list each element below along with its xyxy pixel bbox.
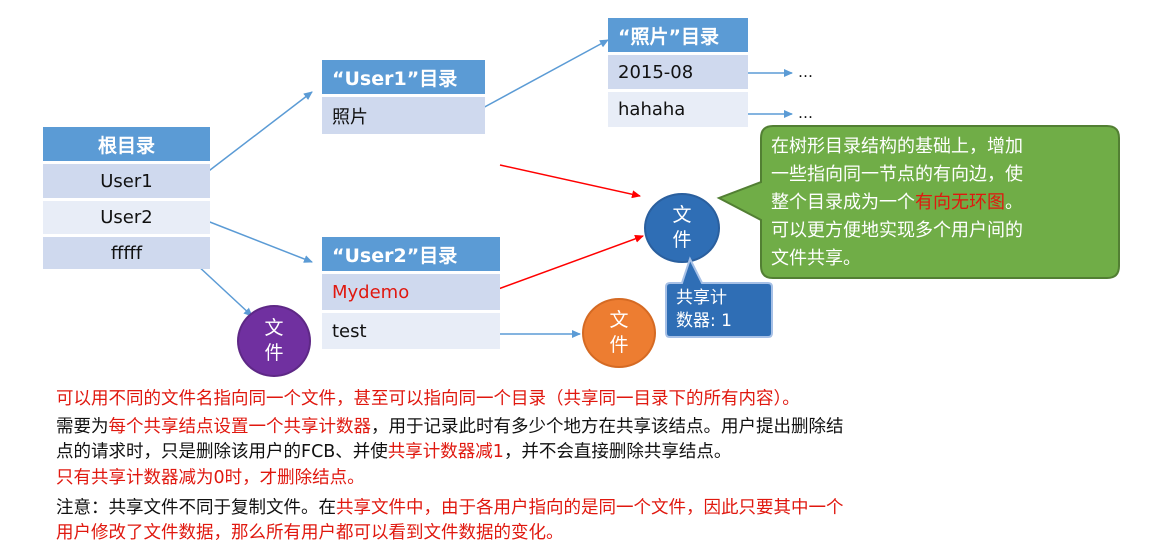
ellipsis-1: … <box>798 63 813 81</box>
callout-line-5: 文件共享。 <box>771 248 861 269</box>
note-p2-pre: 需要为 <box>56 417 109 437</box>
orange-file-label: 文件 <box>609 309 629 356</box>
user2-row-test: test <box>322 313 500 349</box>
note-p2-highlight: 每个共享结点设置一个共享计数器 <box>108 417 372 437</box>
orange-file-node: 文件 <box>582 298 656 368</box>
note-p3-pre: 点的请求时，只是删除该用户的FCB、并使 <box>56 442 388 462</box>
counter-line-1: 共享计 <box>676 288 727 308</box>
photo-row-201508: 2015-08 <box>608 55 748 89</box>
callout-line-2: 一些指向同一节点的有向边，使 <box>771 164 1023 185</box>
purple-file-label: 文件 <box>264 317 284 364</box>
photo-table-title: “照片”目录 <box>608 18 748 52</box>
note-p3-post: ，并不会直接删除共享结点。 <box>503 442 732 462</box>
user2-directory-table: “User2”目录 Mydemo test <box>322 237 500 349</box>
arrow-red-top-to-shared <box>499 164 641 199</box>
callout-highlight-dag: 有向无环图 <box>915 192 1005 213</box>
shared-file-node: 文件 <box>644 193 720 263</box>
note-paragraph-1: 可以用不同的文件名指向同一个文件，甚至可以指向同一个目录（共享同一目录下的所有内… <box>56 389 800 409</box>
counter-line-2: 数器: 1 <box>676 311 732 331</box>
root-row-fffff: fffff <box>43 237 210 269</box>
root-row-user2: User2 <box>43 201 210 234</box>
shared-file-label: 文件 <box>672 204 692 251</box>
photo-row-hahaha: hahaha <box>608 92 748 127</box>
arrow-user1-to-user1dir <box>196 91 313 181</box>
callout-line-3: 整个目录成为一个有向无环图。 <box>771 189 1023 217</box>
note-paragraph-6: 用户修改了文件数据，那么所有用户都可以看到文件数据的变化。 <box>56 523 564 543</box>
note-paragraph-3: 点的请求时，只是删除该用户的FCB、并使共享计数器减1，并不会直接删除共享结点。 <box>56 440 731 464</box>
callout-line-3-pre: 整个目录成为一个 <box>771 192 915 213</box>
purple-file-node: 文件 <box>237 305 311 377</box>
note-paragraph-2: 需要为每个共享结点设置一个共享计数器，用于记录此时有多少个地方在共享该结点。用户… <box>56 415 844 439</box>
note-p5-pre: 注意：共享文件不同于复制文件。在 <box>56 498 336 518</box>
root-table-title: 根目录 <box>43 127 210 161</box>
callout-line-1: 在树形目录结构的基础上，增加 <box>771 136 1023 157</box>
root-directory-table: 根目录 User1 User2 fffff <box>43 127 210 269</box>
counter-callout-text: 共享计 数器: 1 <box>676 287 732 333</box>
note-p5-highlight: 共享文件中，由于各用户指向的是同一个文件，因此只要其中一个 <box>336 498 844 518</box>
root-row-user1: User1 <box>43 164 210 198</box>
user2-row-mydemo: Mydemo <box>322 274 500 310</box>
green-callout-text: 在树形目录结构的基础上，增加 一些指向同一节点的有向边，使 整个目录成为一个有向… <box>771 133 1023 273</box>
user1-directory-table: “User1”目录 照片 <box>322 60 485 134</box>
arrow-user2-to-user2dir <box>196 216 313 263</box>
note-p3-highlight: 共享计数器减1 <box>387 442 504 462</box>
user2-table-title: “User2”目录 <box>322 237 500 271</box>
note-paragraph-4: 只有共享计数器减为0时，才删除结点。 <box>56 468 365 488</box>
user1-table-title: “User1”目录 <box>322 60 485 94</box>
user1-row-photo: 照片 <box>322 97 485 134</box>
note-paragraph-5: 注意：共享文件不同于复制文件。在共享文件中，由于各用户指向的是同一个文件，因此只… <box>56 496 844 520</box>
green-callout-shape <box>716 125 1120 279</box>
ellipsis-2: … <box>798 104 813 122</box>
arrow-red-mydemo-to-shared <box>481 234 644 296</box>
callout-line-4: 可以更方便地实现多个用户间的 <box>771 220 1023 241</box>
callout-line-3-post: 。 <box>1005 192 1023 213</box>
arrow-fffff-to-file <box>195 263 253 317</box>
arrow-photo-to-photodir <box>467 39 609 117</box>
counter-callout-shape <box>665 256 773 338</box>
photo-directory-table: “照片”目录 2015-08 hahaha <box>608 18 748 127</box>
note-p2-post: ，用于记录此时有多少个地方在共享该结点。用户提出删除结 <box>371 417 844 437</box>
